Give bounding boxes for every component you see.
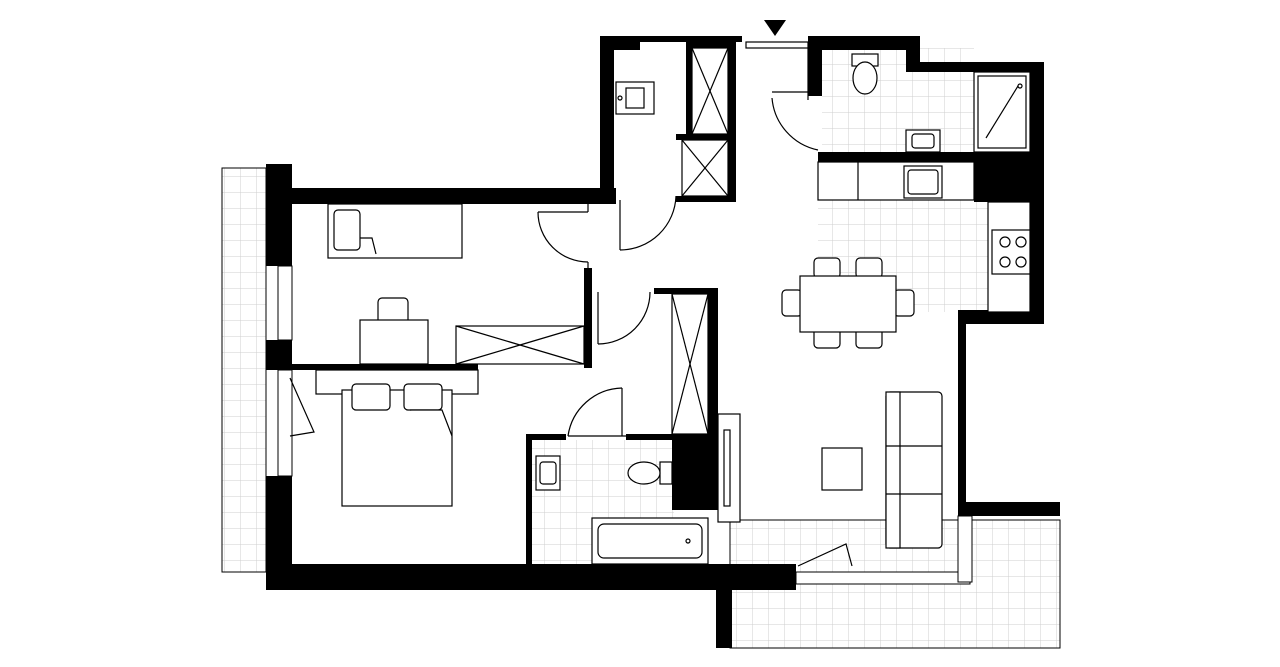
shower-icon	[973, 71, 1031, 153]
double-bed	[315, 369, 479, 507]
corridor-wardrobe	[671, 293, 709, 435]
windows	[277, 265, 973, 585]
sofa	[885, 391, 943, 549]
kitchen-counter	[817, 161, 975, 201]
bathroom-1-door	[567, 387, 626, 437]
balcony-1-floor	[221, 167, 267, 573]
bathroom-2-toilet-icon	[851, 53, 879, 95]
balcony-1-door	[289, 377, 315, 437]
entrance-arrow-icon	[764, 20, 786, 36]
tv-cabinet	[717, 413, 741, 523]
bathtub-icon	[591, 517, 709, 565]
balcony-2-door	[797, 543, 853, 567]
dining-table	[781, 257, 915, 349]
bedroom-1-wardrobe	[455, 325, 585, 365]
bedroom-1-door	[537, 204, 589, 270]
desk	[359, 297, 429, 365]
furniture	[315, 47, 1031, 565]
bathroom-1-sink-icon	[535, 455, 561, 491]
single-bed	[327, 203, 463, 259]
bathroom-2-sink-icon	[905, 129, 941, 153]
utility-wardrobe	[681, 47, 729, 197]
doors	[289, 41, 853, 567]
utility-door	[619, 195, 677, 251]
washing-machine-icon	[615, 81, 655, 115]
bedroom-2-door	[597, 291, 651, 345]
kitchen-sink-icon	[903, 165, 943, 199]
entrance-door	[745, 41, 822, 151]
coffee-table	[821, 447, 863, 491]
bathroom-1-toilet-icon	[627, 461, 673, 485]
stove-icon	[991, 229, 1031, 275]
walls	[266, 36, 1060, 648]
